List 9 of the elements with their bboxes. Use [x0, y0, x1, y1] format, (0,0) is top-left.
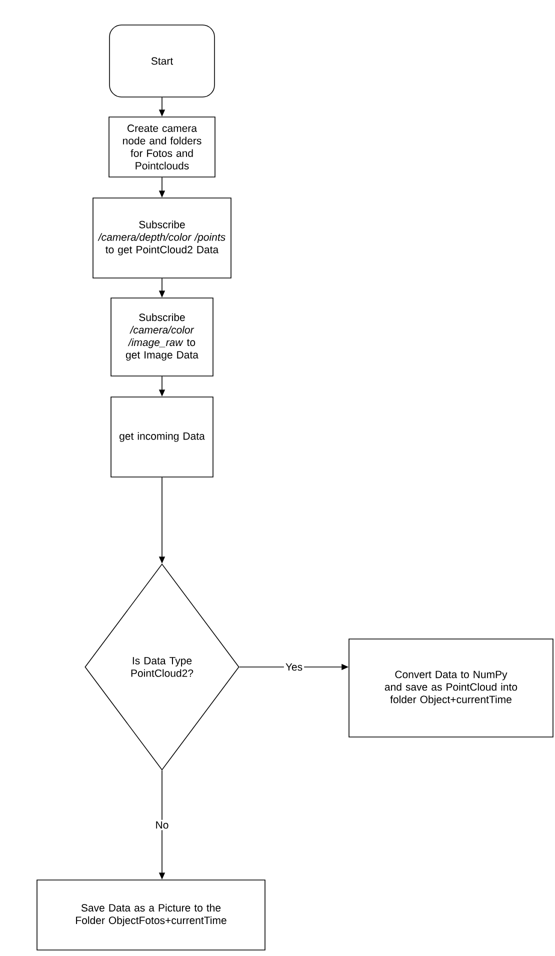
process-box: Subscribe /camera/color /image_raw to get Image Data	[110, 298, 214, 376]
process-box: Convert Data to NumPy and save as PointCloud into folder Object+currentTime	[348, 638, 554, 738]
start-terminal: Start	[109, 24, 215, 98]
edge-label: No	[154, 820, 170, 830]
edge-label: Yes	[284, 662, 304, 672]
process-box: Save Data as a Picture to the Folder ObjectFotos+currentTime	[36, 880, 266, 950]
process-box: get incoming Data	[110, 396, 214, 478]
process-box: Create camera node and folders for Fotos and Pointclouds	[108, 116, 216, 178]
process-box: Subscribe /camera/depth/color /points to get PointCloud2 Data	[92, 198, 232, 278]
